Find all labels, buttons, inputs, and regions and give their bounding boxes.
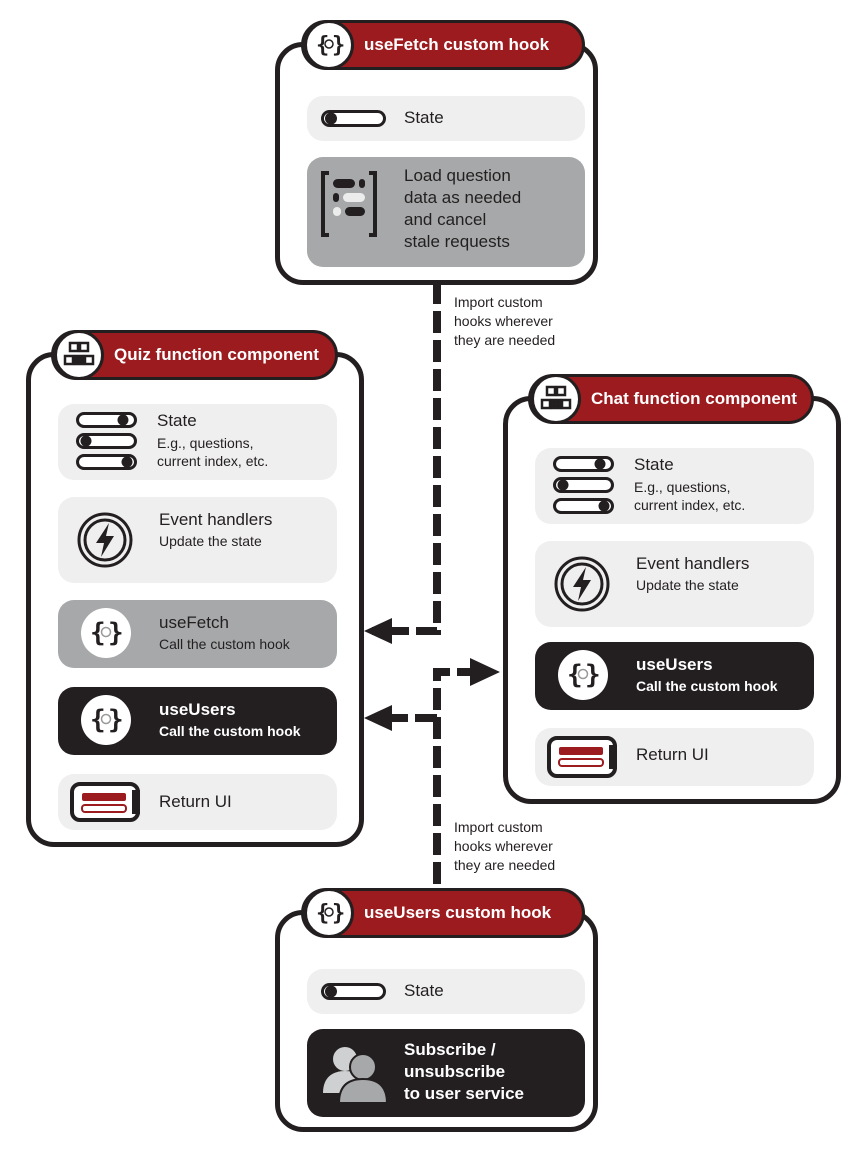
panel-title: Quiz function component bbox=[114, 345, 319, 364]
load-text-line: and cancel bbox=[404, 210, 487, 229]
state-label: State bbox=[404, 981, 444, 1000]
subscribe-row: Subscribe / unsubscribe to user service bbox=[307, 1029, 585, 1117]
svg-text:}: } bbox=[332, 33, 345, 58]
code-atom-icon: { } bbox=[81, 695, 131, 745]
useusers-hook-panel: State Subscribe / unsubscribe to user se… bbox=[275, 910, 598, 1132]
usefetch-hook-panel: State Load question data as needed and c… bbox=[275, 42, 598, 285]
connector-usefetch-to-quiz bbox=[372, 282, 441, 635]
state-label: State bbox=[404, 108, 444, 127]
toggles-icon bbox=[553, 456, 614, 514]
useusers-hook-header: { } useUsers custom hook bbox=[301, 888, 585, 938]
svg-text:{: { bbox=[316, 901, 329, 926]
load-data-row: Load question data as needed and cancel … bbox=[307, 157, 585, 267]
panel-title: Chat function component bbox=[591, 389, 797, 408]
import-note-line: hooks wherever bbox=[454, 838, 553, 854]
svg-text:{: { bbox=[90, 618, 106, 648]
state-sub-line: current index, etc. bbox=[634, 497, 746, 513]
svg-text:}: } bbox=[108, 705, 124, 735]
code-atom-icon: { } bbox=[81, 608, 131, 658]
quiz-component-panel: State E.g., questions, current index, et… bbox=[26, 352, 364, 847]
useusers-sub: Call the custom hook bbox=[636, 678, 778, 694]
return-label: Return UI bbox=[159, 792, 232, 811]
import-note-line: hooks wherever bbox=[454, 313, 553, 329]
state-sub-line: current index, etc. bbox=[157, 453, 269, 469]
component-blocks-icon bbox=[531, 374, 581, 424]
return-label: Return UI bbox=[636, 745, 709, 764]
useusers-sub: Call the custom hook bbox=[159, 723, 301, 739]
lightning-icon bbox=[554, 556, 610, 612]
subscribe-text-line: unsubscribe bbox=[404, 1062, 506, 1081]
lightning-icon bbox=[77, 512, 133, 568]
svg-text:{: { bbox=[90, 705, 106, 735]
return-ui-row: Return UI bbox=[58, 774, 337, 830]
svg-text:}: } bbox=[585, 660, 601, 690]
component-blocks-icon bbox=[54, 330, 104, 380]
toggles-icon bbox=[76, 412, 137, 470]
svg-text:}: } bbox=[108, 618, 124, 648]
toggle-icon bbox=[321, 110, 386, 127]
ui-card-icon bbox=[70, 782, 140, 822]
state-sub-line: E.g., questions, bbox=[634, 479, 731, 495]
event-handlers-row: Event handlers Update the state bbox=[58, 497, 337, 583]
state-sub-line: E.g., questions, bbox=[157, 435, 254, 451]
state-row: State E.g., questions, current index, et… bbox=[58, 404, 337, 480]
code-atom-icon: { } bbox=[304, 888, 354, 938]
state-row: State bbox=[307, 96, 585, 141]
useusers-label: useUsers bbox=[636, 655, 713, 674]
chat-component-header: Chat function component bbox=[528, 374, 814, 424]
arrow-to-quiz-useusers bbox=[364, 705, 392, 731]
svg-text:{: { bbox=[567, 660, 583, 690]
import-note-line: Import custom bbox=[454, 294, 543, 310]
code-atom-icon: { } bbox=[304, 20, 354, 70]
panel-title: useFetch custom hook bbox=[364, 35, 550, 54]
import-note-line: Import custom bbox=[454, 819, 543, 835]
state-label: State bbox=[634, 455, 674, 474]
ui-card-icon bbox=[547, 736, 617, 778]
code-atom-icon: { } bbox=[558, 650, 608, 700]
usefetch-call-row: { } useFetch Call the custom hook bbox=[58, 600, 337, 668]
import-note-line: they are needed bbox=[454, 857, 556, 873]
handlers-label: Event handlers bbox=[159, 510, 273, 529]
quiz-component-header: Quiz function component bbox=[51, 330, 338, 380]
svg-text:{: { bbox=[316, 33, 329, 58]
useusers-call-row: { } useUsers Call the custom hook bbox=[58, 687, 337, 755]
state-row: State E.g., questions, current index, et… bbox=[535, 448, 814, 524]
load-text-line: stale requests bbox=[404, 232, 510, 251]
import-note-line: they are needed bbox=[454, 332, 556, 348]
handlers-label: Event handlers bbox=[636, 554, 750, 573]
usefetch-hook-header: { } useFetch custom hook bbox=[301, 20, 585, 70]
return-ui-row: Return UI bbox=[535, 728, 814, 786]
subscribe-text-line: Subscribe / bbox=[404, 1040, 496, 1059]
usefetch-sub: Call the custom hook bbox=[159, 636, 290, 652]
handlers-sub: Update the state bbox=[159, 533, 262, 549]
arrow-to-chat-useusers bbox=[470, 658, 500, 686]
data-list-icon bbox=[321, 171, 377, 237]
state-row: State bbox=[307, 969, 585, 1014]
chat-component-panel: State E.g., questions, current index, et… bbox=[503, 396, 841, 804]
panel-title: useUsers custom hook bbox=[364, 903, 552, 922]
event-handlers-row: Event handlers Update the state bbox=[535, 541, 814, 627]
toggle-icon bbox=[321, 983, 386, 1000]
state-label: State bbox=[157, 411, 197, 430]
subscribe-text-line: to user service bbox=[404, 1084, 525, 1103]
useusers-call-row: { } useUsers Call the custom hook bbox=[535, 642, 814, 710]
useusers-label: useUsers bbox=[159, 700, 236, 719]
svg-text:}: } bbox=[332, 901, 345, 926]
users-icon bbox=[323, 1047, 389, 1104]
load-text-line: data as needed bbox=[404, 188, 522, 207]
load-text-line: Load question bbox=[404, 166, 511, 185]
arrow-to-quiz-usefetch bbox=[364, 618, 392, 644]
usefetch-label: useFetch bbox=[159, 613, 229, 632]
handlers-sub: Update the state bbox=[636, 577, 739, 593]
